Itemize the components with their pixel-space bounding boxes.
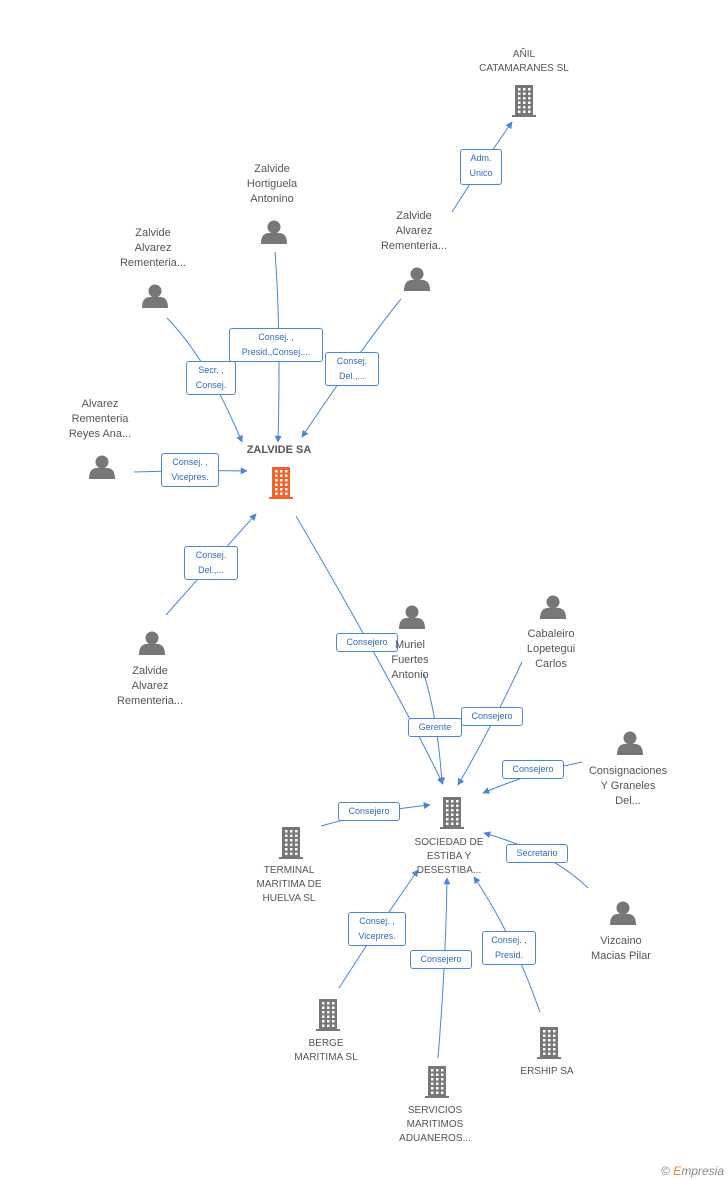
brand-logo-initial: E bbox=[673, 1164, 682, 1178]
company-name-label[interactable]: ZALVIDE SA bbox=[246, 444, 312, 456]
main-company-icon[interactable] bbox=[269, 467, 293, 499]
person-name-label[interactable]: Vizcaino Macias Pilar bbox=[591, 935, 651, 962]
person-icon[interactable] bbox=[142, 284, 168, 309]
relationship-label[interactable]: Consejero bbox=[461, 707, 523, 726]
relationship-label[interactable]: Consej. , Presid. bbox=[482, 931, 536, 965]
edge-line bbox=[457, 661, 523, 786]
person-name-label[interactable]: Zalvide Alvarez Rementeria... bbox=[116, 665, 184, 707]
person-icon[interactable] bbox=[617, 731, 643, 756]
company-name-label[interactable]: SOCIEDAD DE ESTIBA Y DESESTIBA... bbox=[414, 837, 484, 876]
relationship-label[interactable]: Consejero bbox=[410, 950, 472, 969]
company-name-label[interactable]: BERGE MARITIMA SL bbox=[294, 1038, 358, 1063]
icons-layer bbox=[89, 85, 643, 1098]
company-icon[interactable] bbox=[537, 1027, 561, 1059]
relationship-label[interactable]: Secr. , Consej. bbox=[186, 361, 236, 395]
person-name-label[interactable]: Alvarez Rementeria Reyes Ana... bbox=[68, 398, 132, 440]
person-name-label[interactable]: Muriel Fuertes Antonio bbox=[391, 639, 429, 681]
relationship-label[interactable]: Adm. Unico bbox=[460, 149, 502, 185]
company-icon[interactable] bbox=[440, 797, 464, 829]
company-name-label[interactable]: ERSHIP SA bbox=[520, 1066, 574, 1077]
person-name-label[interactable]: Consignaciones Y Graneles Del... bbox=[588, 765, 668, 807]
person-icon[interactable] bbox=[610, 901, 636, 926]
relationship-label[interactable]: Consej. , Vicepres. bbox=[348, 912, 406, 946]
relationship-label[interactable]: Consejero bbox=[336, 633, 398, 652]
person-icon[interactable] bbox=[139, 631, 165, 656]
copyright-footer: © Empresia bbox=[661, 1164, 724, 1178]
relationship-label[interactable]: Consej. , Vicepres. bbox=[161, 453, 219, 487]
company-icon[interactable] bbox=[512, 85, 536, 117]
relationship-label[interactable]: Consej. , Presid.,Consej.... bbox=[229, 328, 323, 362]
person-icon[interactable] bbox=[540, 595, 566, 620]
company-icon[interactable] bbox=[279, 827, 303, 859]
person-icon[interactable] bbox=[89, 455, 115, 480]
company-icon[interactable] bbox=[425, 1066, 449, 1098]
brand-logo-name: mpresia bbox=[681, 1164, 724, 1178]
relationship-label[interactable]: Consejero bbox=[338, 802, 400, 821]
copyright-icon: © bbox=[661, 1164, 670, 1178]
company-name-label[interactable]: SERVICIOS MARITIMOS ADUANEROS... bbox=[399, 1105, 471, 1144]
person-icon[interactable] bbox=[261, 220, 287, 245]
relationship-label[interactable]: Secretario bbox=[506, 844, 568, 863]
company-icon[interactable] bbox=[316, 999, 340, 1031]
relationship-label[interactable]: Consejero bbox=[502, 760, 564, 779]
relationship-label[interactable]: Consej. Del.,... bbox=[184, 546, 238, 580]
company-name-label[interactable]: TERMINAL MARITIMA DE HUELVA SL bbox=[256, 865, 322, 904]
relationship-label[interactable]: Consej. Del.,... bbox=[325, 352, 379, 386]
relationship-label[interactable]: Gerente bbox=[408, 718, 462, 737]
person-icon[interactable] bbox=[404, 267, 430, 292]
company-name-label[interactable]: AÑIL CATAMARANES SL bbox=[479, 49, 569, 74]
person-name-label[interactable]: Zalvide Alvarez Rementeria... bbox=[119, 227, 187, 269]
person-icon[interactable] bbox=[399, 605, 425, 630]
person-name-label[interactable]: Zalvide Hortiguela Antonino bbox=[246, 163, 298, 205]
person-name-label[interactable]: Cabaleiro Lopetegui Carlos bbox=[526, 628, 576, 670]
edge-line bbox=[295, 515, 444, 785]
person-name-label[interactable]: Zalvide Alvarez Rementeria... bbox=[380, 210, 448, 252]
